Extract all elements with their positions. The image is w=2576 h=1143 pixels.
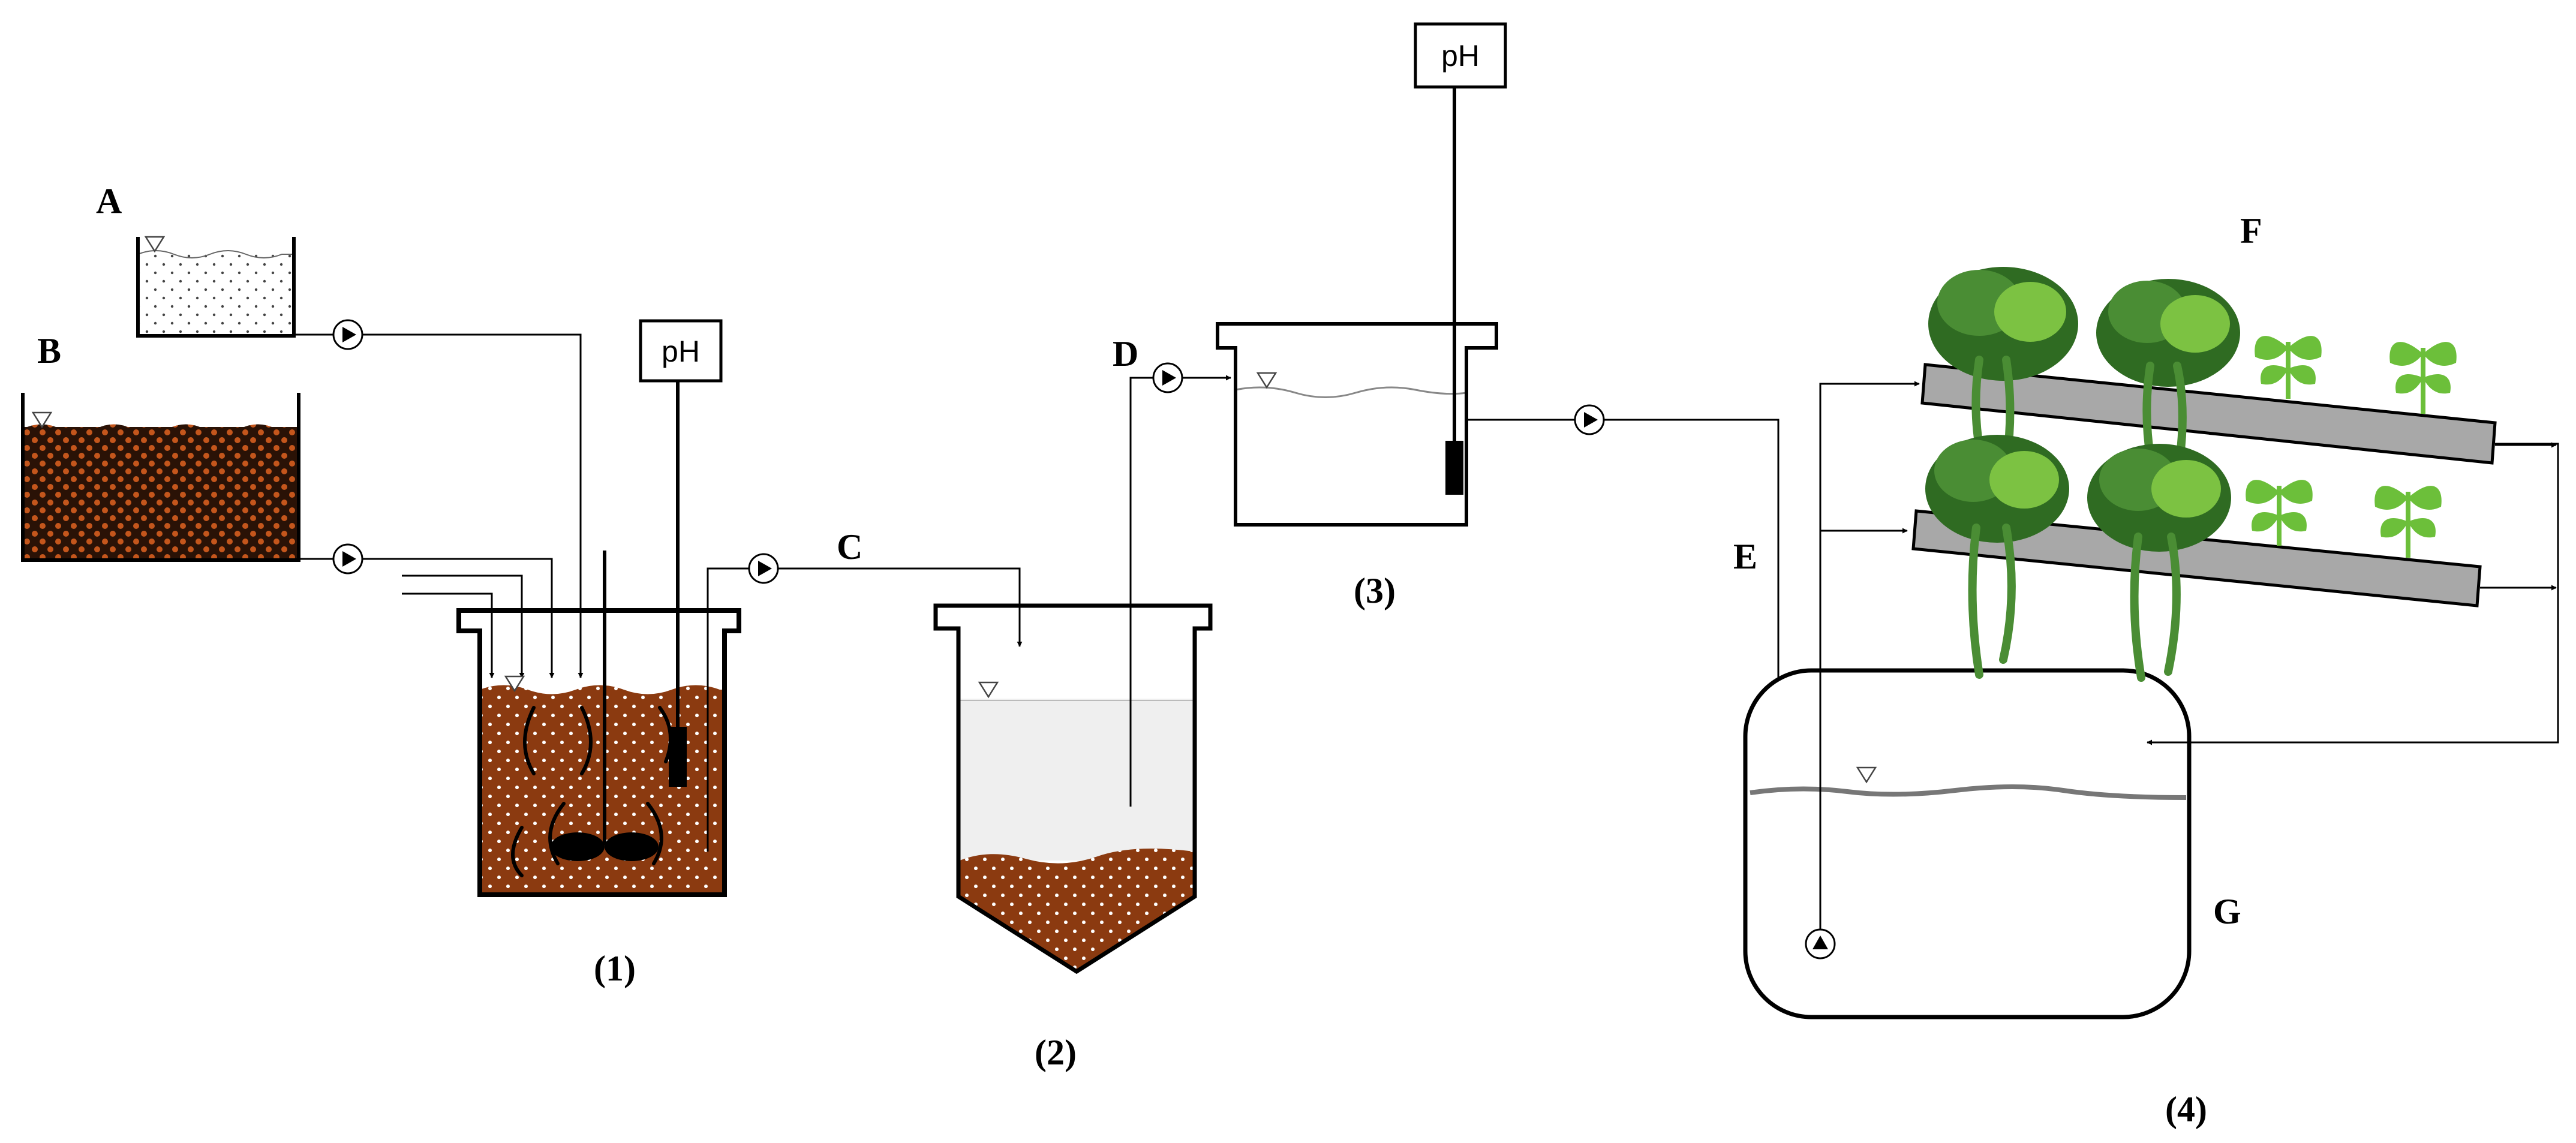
reactor-1 [456,381,741,897]
label-d: D [1113,334,1138,374]
pump-c [748,553,779,584]
pipe-e [1466,419,1778,840]
pipe-inlet-1 [402,574,525,678]
label-f: F [2240,211,2262,251]
seedling-1 [2255,336,2322,399]
tank-a [136,236,296,338]
label-b: B [37,331,61,371]
pipe-riser [1819,381,1920,930]
trailing-plant-1 [1928,267,2078,484]
pump-recirculation [1805,928,1836,959]
pipe-a-to-reactor [294,333,581,678]
pipe-c [707,567,1020,852]
ph-meter-1-label: pH [662,335,700,368]
label-e: E [1733,537,1757,576]
reservoir-g [1743,668,2192,1019]
pipe-inlet-2 [402,592,495,678]
seedling-3 [2246,480,2313,546]
label-unit-3: (3) [1354,571,1396,610]
label-c: C [837,527,862,567]
seedling-2 [2389,342,2457,414]
ph-meter-1: pH [639,319,723,383]
pipe-b-to-reactor [299,558,552,678]
pipe-d [1129,378,1231,807]
label-unit-4: (4) [2165,1090,2207,1129]
tank-3 [1216,87,1498,527]
label-g: G [2213,892,2241,931]
pipe-return [2147,443,2559,745]
pump-b [332,543,363,574]
trailing-plant-3 [1925,435,2069,679]
label-unit-1: (1) [594,949,636,988]
ph-meter-3-label: pH [1441,39,1480,73]
pump-d [1152,362,1183,393]
label-a: A [96,181,122,221]
ph-meter-3: pH [1414,22,1507,89]
trailing-plant-4 [2087,444,2231,682]
seedling-4 [2374,486,2442,558]
plants [1925,267,2457,682]
pump-e [1574,404,1605,435]
tank-b [21,393,300,562]
hydroponic-troughs [1911,363,2497,607]
settler-2 [933,603,1213,974]
trailing-plant-2 [2096,279,2240,496]
pump-a [332,319,363,350]
label-unit-2: (2) [1035,1033,1077,1072]
